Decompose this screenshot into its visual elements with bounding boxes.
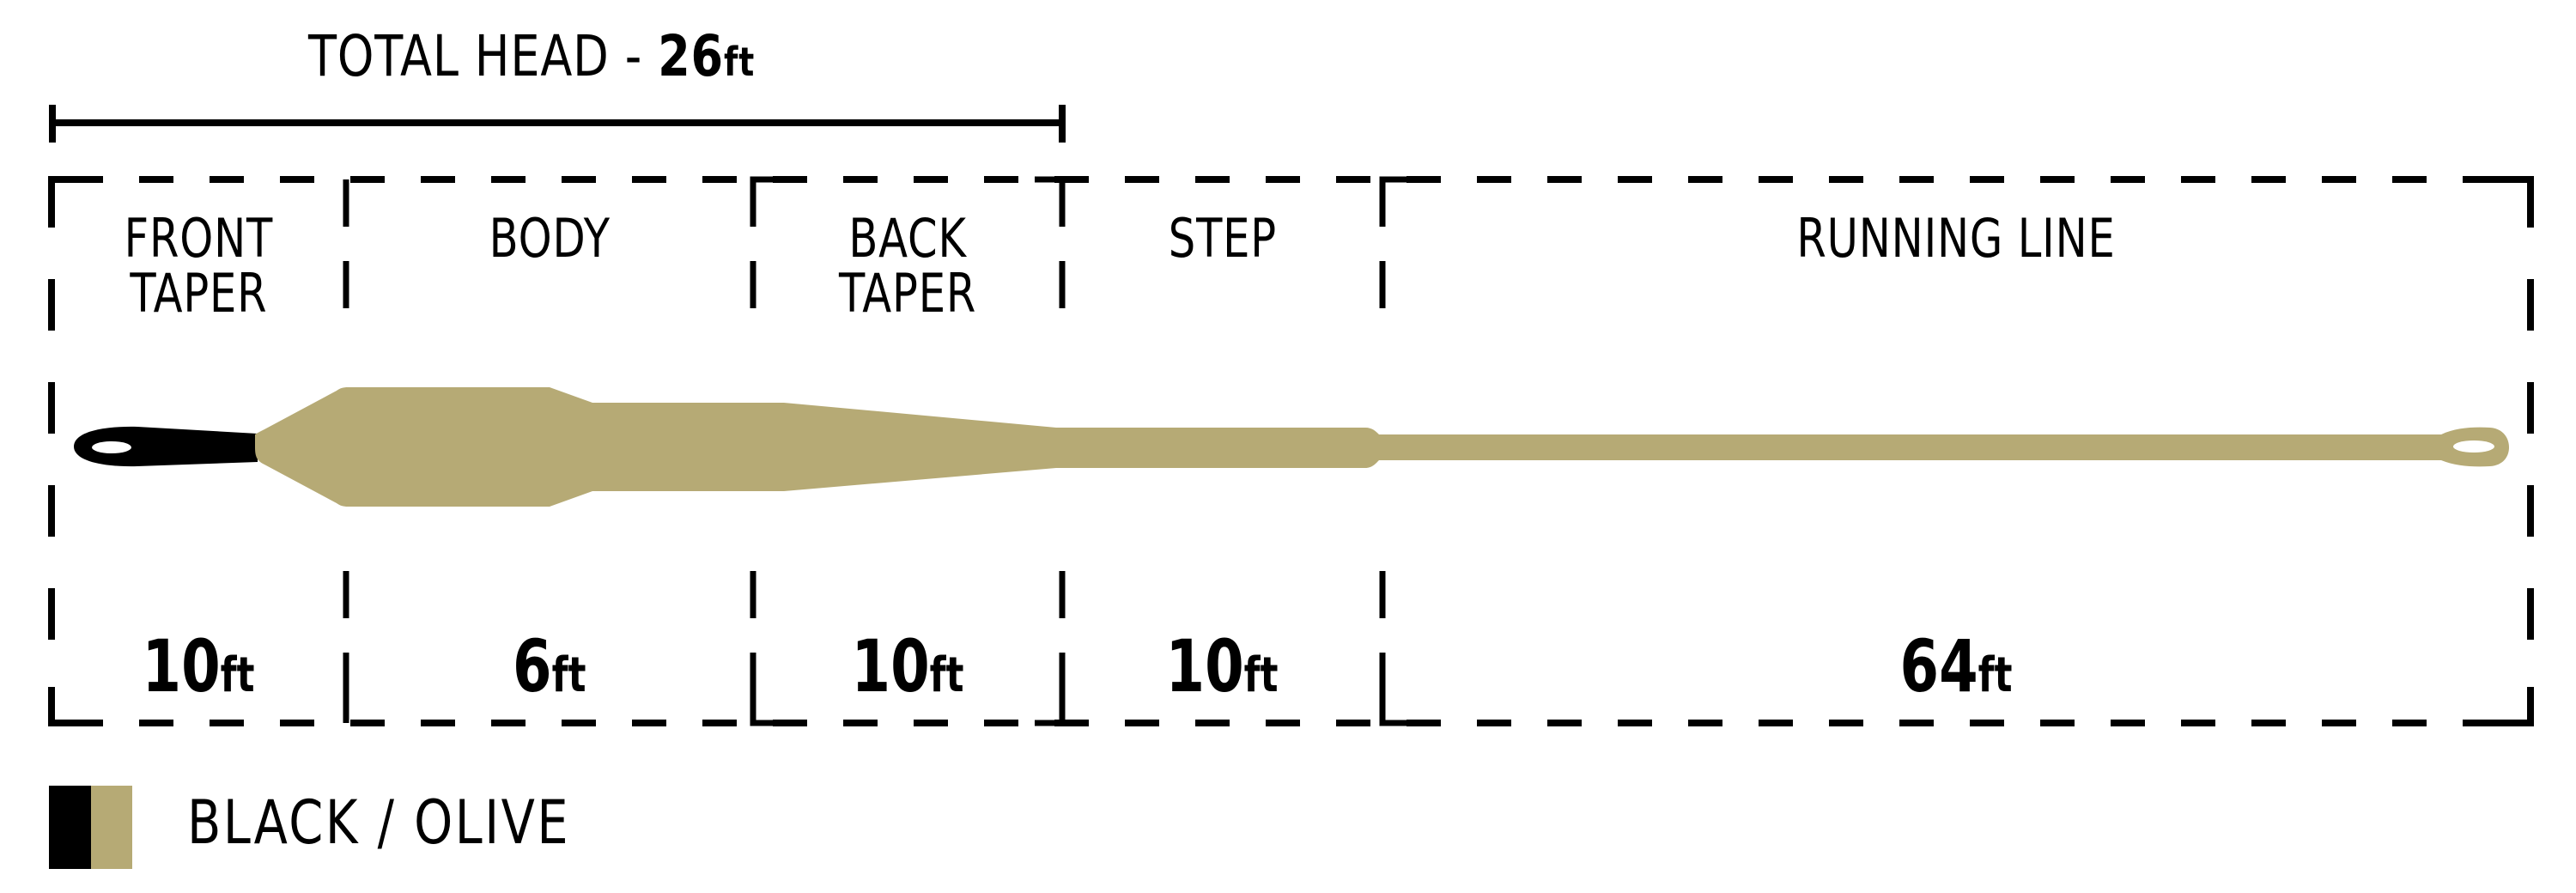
swatch-black bbox=[49, 786, 91, 869]
section-length-step: 10ft bbox=[1165, 624, 1279, 708]
total-head-title: TOTAL HEAD - 26ft bbox=[308, 22, 754, 91]
swatch-olive bbox=[91, 786, 132, 869]
color-legend-swatch bbox=[49, 786, 132, 869]
section-label-body: BODY bbox=[489, 207, 611, 270]
section-label-front-taper: FRONT TAPER bbox=[124, 207, 274, 325]
section-dividers bbox=[343, 176, 1408, 726]
color-legend-label: BLACK / OLIVE bbox=[187, 787, 571, 858]
total-head-dimension-bar bbox=[49, 105, 1066, 143]
running-line-loop-hole bbox=[2453, 440, 2494, 453]
section-length-front-taper: 10ft bbox=[142, 624, 256, 708]
tip-loop-hole bbox=[92, 441, 131, 453]
section-length-running-line: 64ft bbox=[1899, 624, 2014, 708]
total-head-unit: ft bbox=[724, 39, 756, 85]
section-length-back-taper: 10ft bbox=[851, 624, 964, 708]
section-box-outline bbox=[48, 176, 2534, 726]
section-length-body: 6ft bbox=[513, 624, 586, 708]
section-label-back-taper: BACK TAPER bbox=[838, 207, 977, 325]
olive-head bbox=[255, 387, 2509, 507]
total-head-value: 26 bbox=[658, 23, 725, 89]
section-label-running-line: RUNNING LINE bbox=[1796, 207, 2117, 270]
total-head-prefix: TOTAL HEAD - bbox=[308, 23, 659, 89]
black-tip-loop bbox=[74, 426, 258, 467]
section-label-step: STEP bbox=[1168, 207, 1277, 270]
fly-line-profile bbox=[74, 387, 2509, 507]
